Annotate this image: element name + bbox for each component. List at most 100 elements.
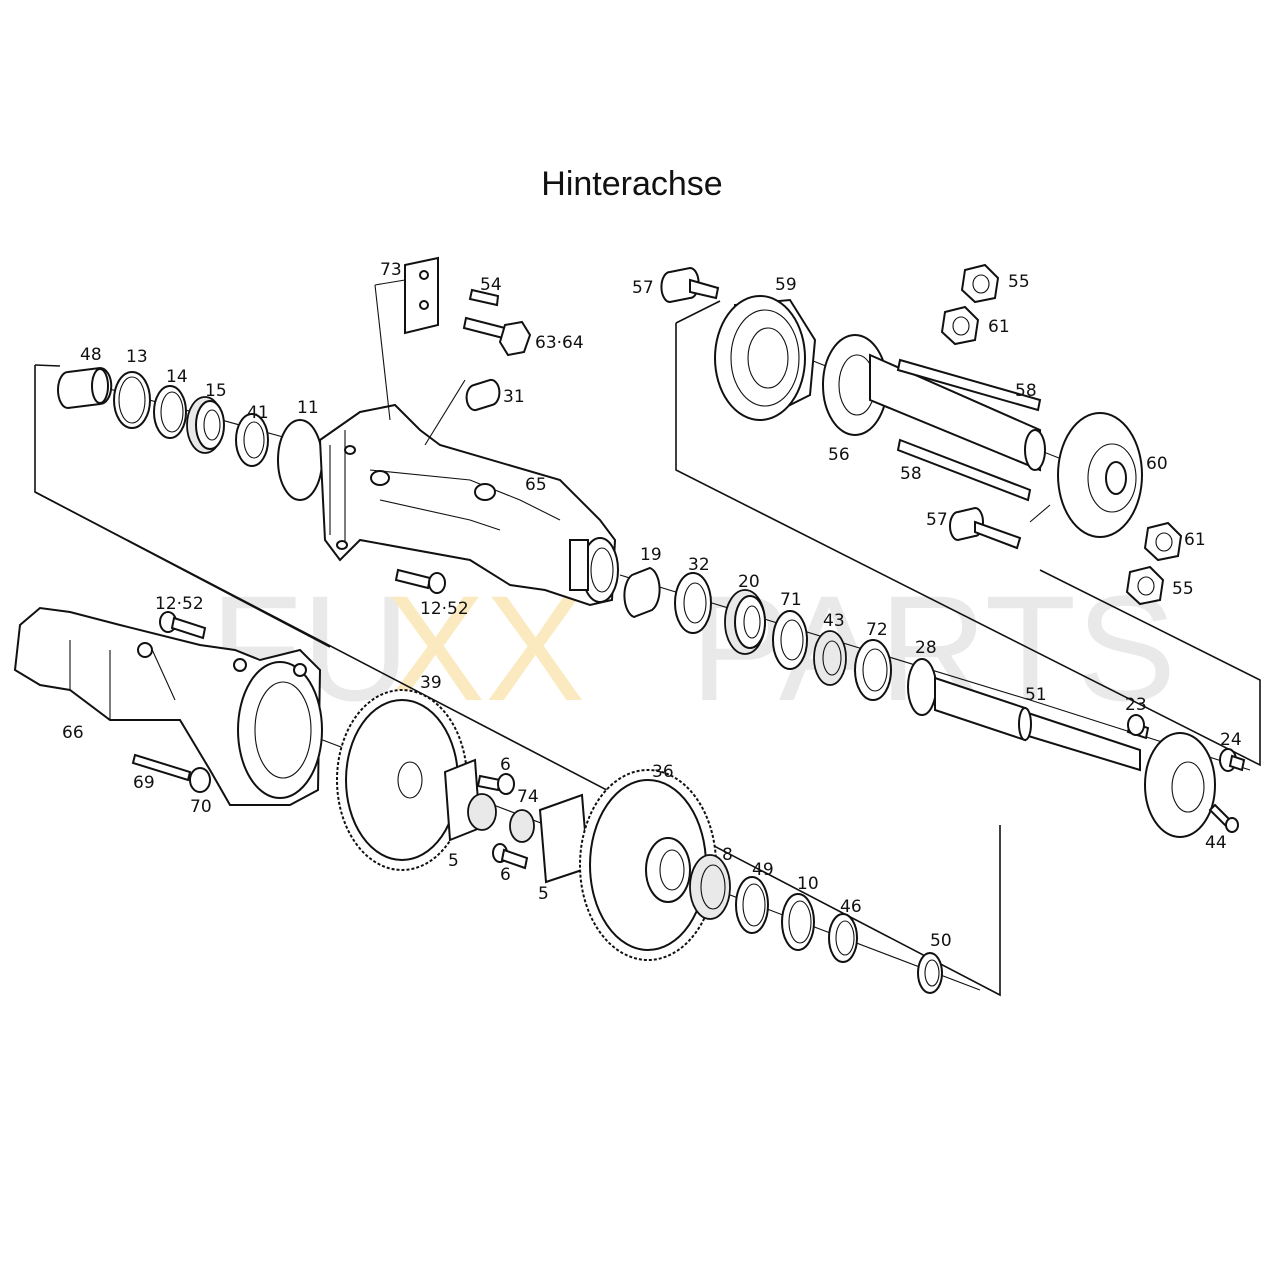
part-label: 8 <box>722 845 733 865</box>
part-label: 71 <box>780 590 802 610</box>
part-65-axle-housing <box>318 403 619 607</box>
part-73-plate <box>404 256 439 335</box>
part-12-52-bolt-upper <box>159 611 207 640</box>
part-label: 54 <box>480 275 502 295</box>
part-label: 56 <box>828 445 850 465</box>
part-59-drum <box>714 295 817 421</box>
part-57-stud-upper <box>660 266 720 304</box>
part-23-bolt <box>1126 714 1150 740</box>
part-32-bearing <box>674 572 712 634</box>
part-31-bushing <box>465 378 501 412</box>
part-6-bolt-lower <box>492 843 529 870</box>
part-label: 15 <box>205 381 227 401</box>
part-label: 13 <box>126 347 148 367</box>
part-label: 41 <box>247 403 269 423</box>
part-label: 58 <box>1015 381 1037 401</box>
part-58-key-upper <box>896 358 1042 412</box>
part-label: 57 <box>926 510 948 530</box>
part-label: 63·64 <box>535 333 584 353</box>
part-55-nut-lower <box>1125 565 1165 606</box>
part-label: 48 <box>80 345 102 365</box>
part-label: 6 <box>500 755 511 775</box>
part-label: 70 <box>190 797 212 817</box>
part-label: 58 <box>900 464 922 484</box>
group-frames <box>34 300 1261 997</box>
part-flange-hub <box>1144 732 1216 838</box>
part-55-nut-upper <box>960 263 1000 304</box>
housing-bolts <box>131 611 211 793</box>
part-label: 61 <box>988 317 1010 337</box>
part-70-nut <box>189 767 211 793</box>
part-label: 5 <box>448 851 459 871</box>
part-label: 44 <box>1205 833 1227 853</box>
part-label: 46 <box>840 897 862 917</box>
part-label: 36 <box>652 762 674 782</box>
part-69-bolt <box>131 753 192 782</box>
part-50-ring <box>917 952 943 994</box>
part-74-nut-right <box>509 809 535 843</box>
part-44-screw <box>1208 803 1239 833</box>
part-label: 20 <box>738 572 760 592</box>
part-57-stud-lower <box>949 506 1022 550</box>
part-label: 6 <box>500 865 511 885</box>
gear-row <box>336 689 943 994</box>
part-label: 65 <box>525 475 547 495</box>
part-label: 74 <box>517 787 539 807</box>
part-61-nut-upper <box>940 305 980 346</box>
part-11-o-ring <box>277 419 323 501</box>
part-label: 66 <box>62 723 84 743</box>
part-label: 59 <box>775 275 797 295</box>
part-label: 11 <box>297 398 319 418</box>
part-61-nut-lower <box>1143 521 1183 562</box>
middle-row <box>394 566 1246 838</box>
part-63-64-bolt-nut <box>462 316 532 357</box>
part-label: 39 <box>420 673 442 693</box>
part-24-nipple <box>1219 748 1246 772</box>
part-13-circlip <box>113 371 151 429</box>
part-28-ring <box>907 658 937 716</box>
part-12-52-bolt-housing <box>394 568 446 594</box>
part-14-ring <box>153 385 187 439</box>
part-48-sleeve <box>57 366 113 410</box>
part-label: 73 <box>380 260 402 280</box>
part-label: 12·52 <box>155 594 204 614</box>
part-46-ring <box>828 913 858 963</box>
part-54-pin <box>468 288 500 307</box>
part-label: 43 <box>823 611 845 631</box>
part-axle-shaft <box>869 353 1046 472</box>
part-10-circlip <box>781 893 815 951</box>
part-label: 72 <box>866 620 888 640</box>
part-66-axle-housing <box>13 606 323 806</box>
part-58-key-lower <box>896 438 1032 502</box>
part-label: 55 <box>1172 579 1194 599</box>
part-label: 57 <box>632 278 654 298</box>
diagram-title: Hinterachse <box>541 165 722 203</box>
part-label: 55 <box>1008 272 1030 292</box>
part-label: 23 <box>1125 695 1147 715</box>
part-label: 19 <box>640 545 662 565</box>
part-60-hub <box>1057 412 1143 538</box>
part-43-seal <box>813 630 847 686</box>
part-label: 28 <box>915 638 937 658</box>
part-label: 69 <box>133 773 155 793</box>
part-15-bearing <box>186 396 225 454</box>
part-label: 31 <box>503 387 525 407</box>
part-20-bearing <box>724 589 766 655</box>
part-74-nut-left <box>467 793 497 831</box>
part-label: 51 <box>1025 685 1047 705</box>
part-label: 14 <box>166 367 188 387</box>
left-bearing-row <box>57 366 323 501</box>
part-label: 61 <box>1184 530 1206 550</box>
part-51-axle-shaft <box>934 676 1141 772</box>
part-8-bearing <box>689 854 731 920</box>
part-6-bolt-upper <box>476 773 515 795</box>
hub-group <box>660 263 1183 606</box>
part-71-ring <box>772 610 808 670</box>
part-label: 60 <box>1146 454 1168 474</box>
part-41-seal <box>235 413 269 467</box>
part-label: 49 <box>752 860 774 880</box>
part-label: 32 <box>688 555 710 575</box>
part-72-ring <box>854 639 892 701</box>
part-49-ring <box>735 876 769 934</box>
